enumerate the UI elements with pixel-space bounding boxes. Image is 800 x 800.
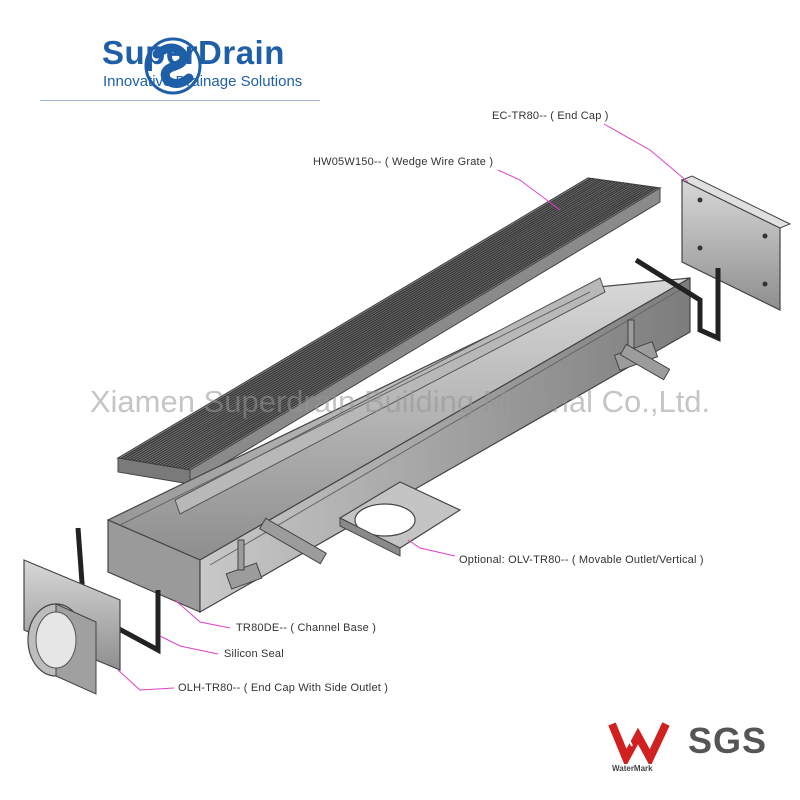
grate-bar [159,183,631,466]
grate-bar [165,183,637,467]
grate-bar [177,185,649,469]
label-end-cap: EC-TR80-- ( End Cap ) [492,110,609,122]
watermark-cert-icon [608,722,670,764]
grate-bar [141,180,613,463]
silicon-seal-left [75,527,161,655]
grate-bar [171,184,643,468]
grate-bar [180,186,652,470]
label-side-outlet-end-cap: OLH-TR80-- ( End Cap With Side Outlet ) [178,682,389,694]
superdrain-logo-icon [144,37,202,95]
end-cap-right [680,175,792,311]
sgs-cert-logo: SGS [688,720,768,761]
brand-tagline: Innovative Drainage Solutions [103,73,303,90]
leveling-feet [225,319,671,590]
grate-bar [186,186,658,471]
grate-bar [168,184,640,468]
label-wedge-wire-grate: HW05W150-- ( Wedge Wire Grate ) [313,156,494,168]
brand-name: SuperDrain [102,34,285,71]
grate-bar [126,178,598,461]
grate-bar [144,181,616,464]
label-silicon-seal: Silicon Seal [224,648,284,660]
header-divider [40,100,320,101]
watermark-cert-label: WaterMark [612,764,653,773]
grate-bar [147,181,619,464]
grate-bar [183,186,655,470]
grate-bar [120,177,592,460]
label-channel-base: TR80DE-- ( Channel Base ) [236,622,377,634]
grate-bar [129,178,601,461]
grate-bar [156,182,628,466]
end-cap-side-outlet [23,559,121,695]
movable-outlet-plate [338,481,462,557]
label-movable-outlet: Optional: OLV-TR80-- ( Movable Outlet/Ve… [459,554,704,566]
grate-bar [135,179,607,462]
silicon-seal-right [634,257,721,342]
company-watermark: Xiamen Superdrain Building Material Co.,… [89,384,711,419]
grate-bar [153,182,625,465]
grate-bar [162,183,634,467]
grate-bar [132,179,604,462]
grate-bar [123,178,595,460]
leader-lines [117,123,689,691]
wedge-wire-grate [116,177,662,485]
channel-base [106,276,691,614]
grate-bar [174,185,646,469]
grate-bar [150,181,622,465]
grate-bar [138,180,610,463]
